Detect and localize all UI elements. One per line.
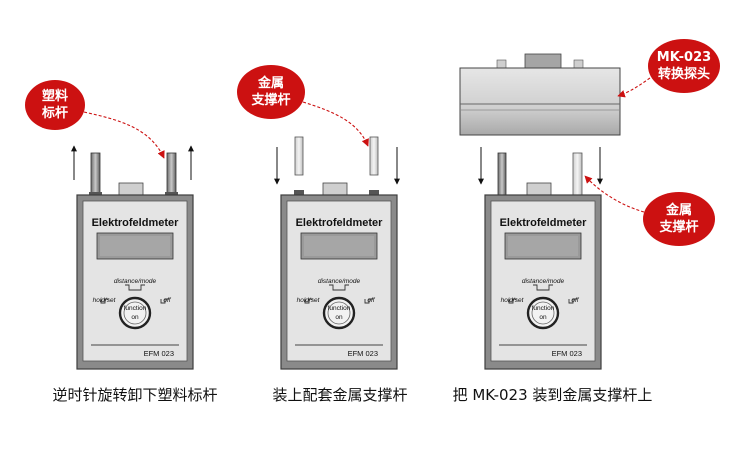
- meter-model: EFM 023: [348, 349, 378, 358]
- top-connector: [526, 182, 552, 197]
- dial-left-label: hold/set: [297, 297, 321, 304]
- caption-step-3: 把 MK-023 装到金属支撑杆上: [452, 386, 653, 404]
- callout-text-2: 金属 支撑杆: [237, 75, 305, 109]
- meter-brand: Elektrofeldmeter: [296, 217, 384, 229]
- dial-bottom-label: on: [335, 314, 343, 321]
- mount-right: [369, 190, 379, 196]
- dial-center-label: function: [124, 305, 147, 312]
- callout-line-2: 转换探头: [657, 67, 710, 82]
- mount-left: [294, 190, 304, 196]
- dial-right-label: off: [571, 297, 579, 304]
- mk023-probe: [459, 67, 621, 136]
- callout-pointer-1: [83, 111, 165, 159]
- dial-center-label: function: [532, 305, 555, 312]
- panel-1: [25, 80, 195, 371]
- dial-top-label: distance/mode: [318, 278, 361, 285]
- caption-step-2: 装上配套金属支撑杆: [272, 386, 408, 404]
- dial-bottom-label: on: [539, 314, 547, 321]
- probe-post-right: [573, 59, 584, 69]
- callout-line-1: MK-023: [656, 50, 712, 65]
- callout-pointer-probe: [617, 77, 651, 98]
- metal-rod-left: [294, 136, 304, 176]
- dial-left-label: hold/set: [93, 297, 117, 304]
- callout-line-2: 支撑杆: [659, 220, 699, 235]
- dial-right-label: off: [367, 297, 375, 304]
- dial-left-label: hold/set: [501, 297, 525, 304]
- dial-top-label: distance/mode: [114, 278, 157, 285]
- top-connector: [322, 182, 348, 197]
- plastic-rod-right: [166, 152, 177, 196]
- callout-line-1: 金属: [257, 76, 284, 91]
- callout-bubble-1: [25, 80, 85, 130]
- dial-center-label: function: [328, 305, 351, 312]
- rod-base-right: [165, 192, 178, 196]
- metal-rod-left-mounted: [497, 152, 507, 196]
- callout-bubble-probe: [648, 39, 720, 93]
- panel-3: [459, 39, 720, 371]
- callout-text-1: 塑料 标杆: [25, 88, 85, 122]
- callout-pointer-2: [302, 101, 369, 147]
- probe-post-left: [496, 59, 507, 69]
- callout-text-probe: MK-023 转换探头: [648, 49, 720, 83]
- plastic-rod-left: [90, 152, 101, 196]
- metal-rod-right: [369, 136, 379, 176]
- meter-model: EFM 023: [144, 349, 174, 358]
- caption-step-1: 逆时针旋转卸下塑料标杆: [52, 386, 218, 404]
- dial-right-label: off: [163, 297, 171, 304]
- callout-bubble-rod: [643, 192, 715, 246]
- callout-line-1: 金属: [665, 203, 692, 218]
- meter-brand: Elektrofeldmeter: [500, 217, 588, 229]
- meter-brand: Elektrofeldmeter: [92, 217, 180, 229]
- callout-text-rod: 金属 支撑杆: [643, 202, 715, 236]
- dial-bottom-label: on: [131, 314, 139, 321]
- panel-2: [237, 65, 400, 371]
- callout-line-1: 塑料: [41, 89, 68, 104]
- callout-line-2: 支撑杆: [251, 93, 291, 108]
- metal-rod-right-mounted: [572, 152, 583, 196]
- meter-model: EFM 023: [552, 349, 582, 358]
- top-connector: [118, 182, 144, 197]
- callout-pointer-rod: [584, 175, 645, 213]
- rod-base-left: [89, 192, 102, 196]
- callout-line-2: 标杆: [41, 106, 68, 121]
- callout-bubble-2: [237, 65, 305, 119]
- dial-top-label: distance/mode: [522, 278, 565, 285]
- probe-connector: [524, 53, 562, 69]
